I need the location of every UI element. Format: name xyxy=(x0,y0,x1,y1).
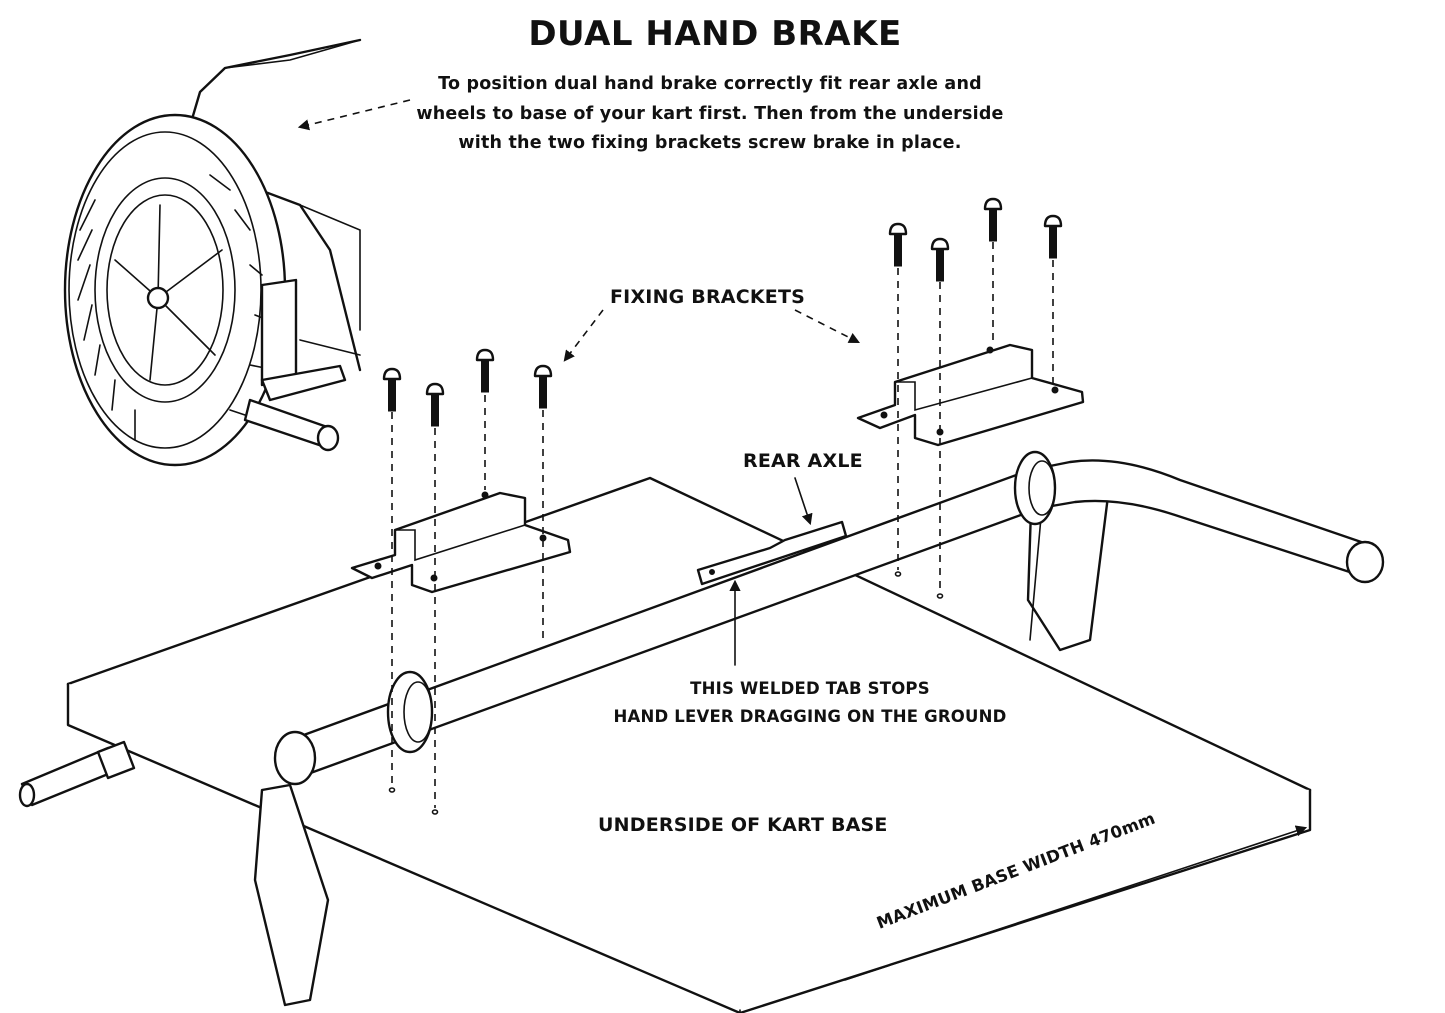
callout-arrows xyxy=(297,99,1308,981)
instruction-line: with the two fixing brackets screw brake… xyxy=(458,133,962,153)
axle-stub-left xyxy=(18,740,136,808)
wheel-axle-stub xyxy=(243,278,347,452)
welded-tab xyxy=(696,520,848,586)
instructions: To position dual hand brake correctly fi… xyxy=(380,70,1040,159)
hand-levers xyxy=(253,478,1112,1007)
instruction-line: To position dual hand brake correctly fi… xyxy=(438,74,982,94)
diagram-title: DUAL HAND BRAKE xyxy=(528,14,902,54)
rear-wheel xyxy=(63,113,287,467)
kart-base xyxy=(66,476,1312,1013)
brake-bar xyxy=(273,450,1385,786)
underside-label: UNDERSIDE OF KART BASE xyxy=(598,814,888,836)
welded-tab-line: THIS WELDED TAB STOPS xyxy=(690,679,930,698)
instruction-line: wheels to base of your kart first. Then … xyxy=(416,103,1004,124)
fixing-bracket-left xyxy=(350,491,572,594)
screws-left xyxy=(382,348,553,815)
rear-axle-label: REAR AXLE xyxy=(743,450,863,472)
welded-tab-label: THIS WELDED TAB STOPS HAND LEVER DRAGGIN… xyxy=(600,675,1020,731)
fixing-brackets-label: FIXING BRACKETS xyxy=(610,286,805,308)
welded-tab-line: HAND LEVER DRAGGING ON THE GROUND xyxy=(613,707,1007,726)
fixing-bracket-right xyxy=(856,343,1085,447)
screws-right xyxy=(888,197,1063,599)
